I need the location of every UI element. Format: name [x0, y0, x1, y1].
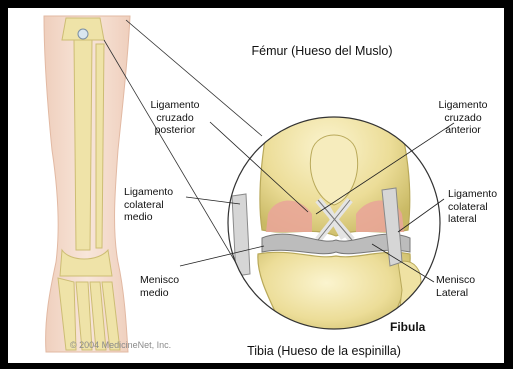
fibula-label: Fibula — [390, 321, 425, 334]
anterior-cruciate-ligament-label: Ligamento cruzado anterior — [428, 99, 498, 137]
tibia-label: Tibia (Hueso de la espinilla) — [214, 345, 434, 358]
zoom-line-bottom — [104, 40, 246, 280]
lateral-collateral-ligament-label: Ligamento colateral lateral — [448, 188, 497, 226]
posterior-cruciate-ligament-label: Ligamento cruzado posterior — [140, 99, 210, 137]
magnified-knee — [232, 100, 421, 340]
lateral-meniscus-label: Menisco Lateral — [436, 274, 475, 299]
medial-collateral-ligament-label: Ligamento colateral medio — [124, 186, 173, 224]
knee-marker — [78, 29, 88, 39]
tibia-bone — [258, 252, 410, 340]
femur-label: Fémur (Hueso del Muslo) — [222, 45, 422, 58]
medial-meniscus-label: Menisco medio — [140, 274, 179, 299]
copyright-text: © 2004 MedicineNet, Inc. — [70, 340, 171, 350]
